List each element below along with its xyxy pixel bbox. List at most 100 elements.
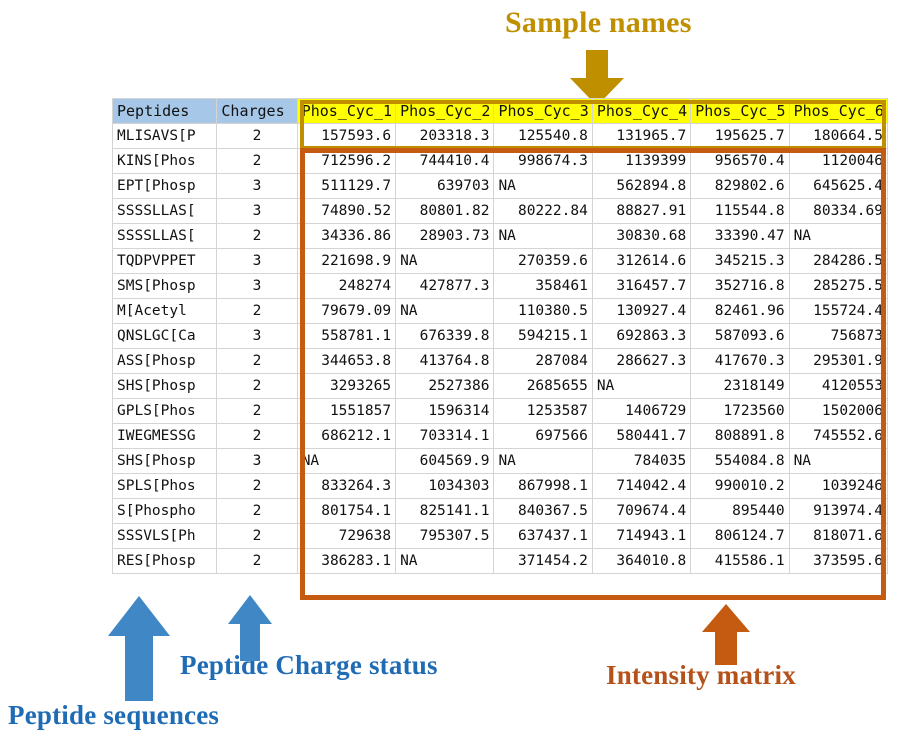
cell-intensity-sample-2[interactable]: 1596314 — [395, 398, 495, 424]
cell-intensity-sample-2[interactable]: 80801.82 — [395, 198, 495, 224]
cell-intensity-sample-5[interactable]: 990010.2 — [690, 473, 790, 499]
cell-intensity-sample-5[interactable]: 2318149 — [690, 373, 790, 399]
column-header-sample-1[interactable]: Phos_Cyc_1 — [296, 98, 397, 124]
cell-intensity-sample-1[interactable]: 157593.6 — [296, 123, 397, 149]
cell-intensity-sample-2[interactable]: NA — [395, 248, 495, 274]
cell-intensity-sample-6[interactable]: 180664.5 — [788, 123, 889, 149]
cell-peptide[interactable]: SHS[Phosp — [111, 373, 218, 399]
cell-intensity-sample-3[interactable]: 270359.6 — [493, 248, 593, 274]
cell-peptide[interactable]: TQDPVPPET — [111, 248, 218, 274]
column-header-sample-4[interactable]: Phos_Cyc_4 — [591, 98, 692, 124]
cell-intensity-sample-3[interactable]: 998674.3 — [493, 148, 593, 174]
cell-peptide[interactable]: SPLS[Phos — [111, 473, 218, 499]
column-header-sample-6[interactable]: Phos_Cyc_6 — [788, 98, 889, 124]
cell-intensity-sample-4[interactable]: 1139399 — [591, 148, 692, 174]
cell-intensity-sample-1[interactable]: 712596.2 — [296, 148, 397, 174]
cell-charge[interactable]: 3 — [216, 323, 298, 349]
cell-intensity-sample-4[interactable]: 286627.3 — [591, 348, 692, 374]
cell-intensity-sample-4[interactable]: 130927.4 — [591, 298, 692, 324]
cell-intensity-sample-4[interactable]: 131965.7 — [591, 123, 692, 149]
cell-intensity-sample-5[interactable]: 82461.96 — [690, 298, 790, 324]
cell-peptide[interactable]: SSSSLLAS[ — [111, 223, 218, 249]
cell-intensity-sample-2[interactable]: 2527386 — [395, 373, 495, 399]
cell-intensity-sample-4[interactable]: 1406729 — [591, 398, 692, 424]
cell-intensity-sample-1[interactable]: 729638 — [296, 523, 397, 549]
cell-intensity-sample-4[interactable]: 784035 — [591, 448, 692, 474]
cell-intensity-sample-3[interactable]: 594215.1 — [493, 323, 593, 349]
cell-intensity-sample-1[interactable]: 34336.86 — [296, 223, 397, 249]
cell-intensity-sample-1[interactable]: 1551857 — [296, 398, 397, 424]
cell-intensity-sample-3[interactable]: 80222.84 — [493, 198, 593, 224]
cell-intensity-sample-2[interactable]: 604569.9 — [395, 448, 495, 474]
cell-charge[interactable]: 2 — [216, 123, 298, 149]
cell-charge[interactable]: 2 — [216, 398, 298, 424]
cell-intensity-sample-2[interactable]: 28903.73 — [395, 223, 495, 249]
cell-intensity-sample-2[interactable]: 795307.5 — [395, 523, 495, 549]
cell-intensity-sample-5[interactable]: 554084.8 — [690, 448, 790, 474]
cell-intensity-sample-5[interactable]: 33390.47 — [690, 223, 790, 249]
cell-intensity-sample-5[interactable]: 195625.7 — [690, 123, 790, 149]
cell-intensity-sample-4[interactable]: 312614.6 — [591, 248, 692, 274]
column-header-peptides[interactable]: Peptides — [111, 98, 218, 124]
cell-intensity-sample-3[interactable]: 2685655 — [493, 373, 593, 399]
cell-intensity-sample-5[interactable]: 587093.6 — [690, 323, 790, 349]
cell-intensity-sample-5[interactable]: 115544.8 — [690, 198, 790, 224]
cell-intensity-sample-5[interactable]: 352716.8 — [690, 273, 790, 299]
cell-peptide[interactable]: GPLS[Phos — [111, 398, 218, 424]
cell-intensity-sample-2[interactable]: 1034303 — [395, 473, 495, 499]
cell-intensity-sample-4[interactable]: 88827.91 — [591, 198, 692, 224]
cell-charge[interactable]: 3 — [216, 173, 298, 199]
cell-intensity-sample-5[interactable]: 829802.6 — [690, 173, 790, 199]
cell-charge[interactable]: 2 — [216, 298, 298, 324]
cell-peptide[interactable]: SSSSLLAS[ — [111, 198, 218, 224]
cell-charge[interactable]: 2 — [216, 148, 298, 174]
cell-intensity-sample-4[interactable]: 562894.8 — [591, 173, 692, 199]
cell-intensity-sample-3[interactable]: 125540.8 — [493, 123, 593, 149]
cell-intensity-sample-2[interactable]: 825141.1 — [395, 498, 495, 524]
cell-intensity-sample-6[interactable]: 1039246 — [788, 473, 889, 499]
cell-intensity-sample-3[interactable]: 697566 — [493, 423, 593, 449]
cell-intensity-sample-6[interactable]: NA — [788, 448, 889, 474]
peptide-intensity-table[interactable]: Peptides Charges Phos_Cyc_1 Phos_Cyc_2 P… — [111, 98, 889, 574]
cell-intensity-sample-6[interactable]: 913974.4 — [788, 498, 889, 524]
cell-intensity-sample-1[interactable]: 3293265 — [296, 373, 397, 399]
cell-intensity-sample-2[interactable]: 744410.4 — [395, 148, 495, 174]
cell-intensity-sample-6[interactable]: 645625.4 — [788, 173, 889, 199]
column-header-sample-3[interactable]: Phos_Cyc_3 — [493, 98, 593, 124]
cell-charge[interactable]: 3 — [216, 198, 298, 224]
cell-charge[interactable]: 2 — [216, 498, 298, 524]
cell-intensity-sample-1[interactable]: NA — [296, 448, 397, 474]
cell-intensity-sample-3[interactable]: 867998.1 — [493, 473, 593, 499]
cell-intensity-sample-4[interactable]: 714943.1 — [591, 523, 692, 549]
cell-charge[interactable]: 2 — [216, 548, 298, 574]
cell-intensity-sample-5[interactable]: 806124.7 — [690, 523, 790, 549]
cell-intensity-sample-5[interactable]: 895440 — [690, 498, 790, 524]
cell-intensity-sample-6[interactable]: 373595.6 — [788, 548, 889, 574]
cell-intensity-sample-2[interactable]: 427877.3 — [395, 273, 495, 299]
cell-intensity-sample-4[interactable]: 580441.7 — [591, 423, 692, 449]
cell-intensity-sample-4[interactable]: 692863.3 — [591, 323, 692, 349]
cell-intensity-sample-1[interactable]: 248274 — [296, 273, 397, 299]
cell-intensity-sample-4[interactable]: 316457.7 — [591, 273, 692, 299]
cell-intensity-sample-1[interactable]: 686212.1 — [296, 423, 397, 449]
cell-intensity-sample-6[interactable]: 4120553 — [788, 373, 889, 399]
cell-charge[interactable]: 2 — [216, 473, 298, 499]
cell-intensity-sample-5[interactable]: 415586.1 — [690, 548, 790, 574]
cell-intensity-sample-3[interactable]: 287084 — [493, 348, 593, 374]
